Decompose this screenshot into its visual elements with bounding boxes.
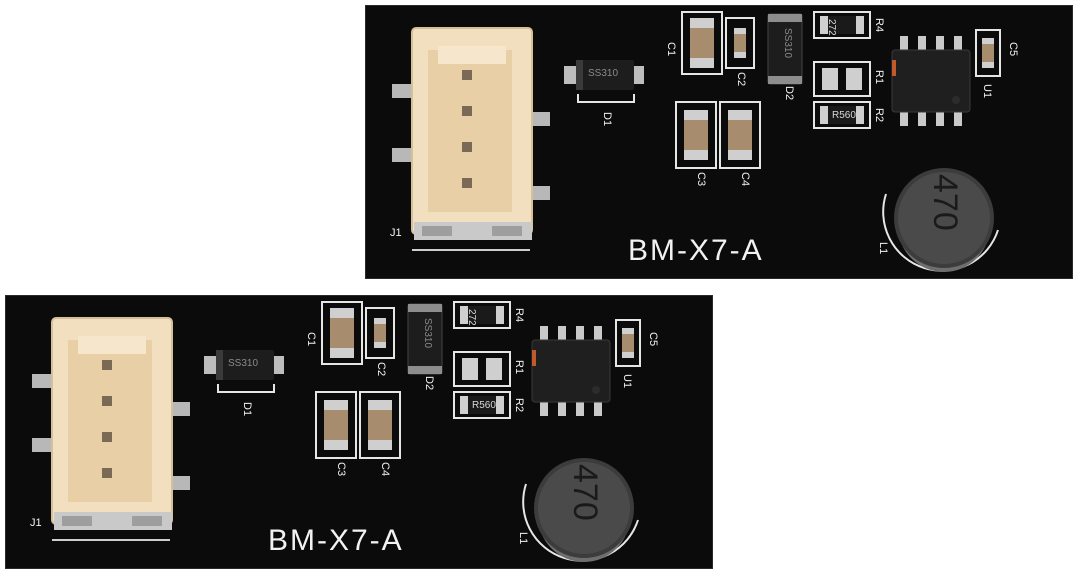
diode-d1 [204, 350, 284, 393]
marking-r4: 272 [466, 309, 477, 326]
label-r1: R1 [513, 360, 525, 375]
label-u1: U1 [621, 374, 633, 389]
label-c2: C2 [735, 72, 747, 87]
label-c3: C3 [335, 462, 347, 477]
label-r4: R4 [513, 308, 525, 323]
label-j1: J1 [30, 517, 42, 529]
label-c3: C3 [695, 172, 707, 187]
label-l1: L1 [517, 532, 529, 545]
marking-d2: SS310 [422, 318, 433, 349]
label-j1: J1 [390, 227, 402, 239]
marking-inductor: 470 [566, 464, 604, 521]
marking-r2: R560 [832, 110, 856, 121]
resistor-r2 [813, 101, 871, 129]
inductor-l1 [882, 168, 999, 272]
marking-d2: SS310 [782, 28, 793, 59]
resistor-r4 [453, 301, 511, 329]
label-r4: R4 [873, 18, 885, 33]
diode-d1 [564, 60, 644, 103]
capacitor-c5 [975, 29, 1001, 77]
marking-d1: SS310 [228, 358, 259, 369]
label-d1: D1 [241, 402, 253, 417]
label-c1: C1 [665, 42, 677, 57]
capacitor-c3 [315, 391, 357, 459]
label-c4: C4 [739, 172, 751, 187]
label-d2: D2 [783, 86, 795, 101]
label-r1: R1 [873, 70, 885, 85]
label-d2: D2 [423, 376, 435, 391]
ic-u1 [891, 36, 971, 126]
connector-j1 [392, 27, 550, 251]
label-u1: U1 [981, 84, 993, 99]
label-c5: C5 [1007, 42, 1019, 57]
label-l1: L1 [877, 242, 889, 255]
pcb-artwork [32, 301, 641, 562]
resistor-r4 [813, 11, 871, 39]
capacitor-c3 [675, 101, 717, 169]
marking-d1: SS310 [588, 68, 619, 79]
marking-r4: 272 [826, 19, 837, 36]
inductor-l1 [522, 458, 639, 562]
capacitor-c2 [725, 17, 755, 69]
label-c5: C5 [647, 332, 659, 347]
capacitor-c5 [615, 319, 641, 367]
capacitor-c4 [719, 101, 761, 169]
diode-d2 [767, 13, 803, 85]
resistor-r2 [453, 391, 511, 419]
marking-inductor: 470 [926, 174, 964, 231]
ic-u1 [531, 326, 611, 416]
label-c4: C4 [379, 462, 391, 477]
diode-d2 [407, 303, 443, 375]
label-r2: R2 [873, 108, 885, 123]
connector-j1 [32, 317, 190, 541]
label-r2: R2 [513, 398, 525, 413]
resistor-r1 [453, 351, 511, 387]
capacitor-c1 [681, 11, 723, 75]
pcb-artwork [392, 11, 1001, 272]
label-d1: D1 [601, 112, 613, 127]
capacitor-c4 [359, 391, 401, 459]
resistor-r1 [813, 61, 871, 97]
board-model-label: BM-X7-A [268, 524, 404, 557]
label-c1: C1 [305, 332, 317, 347]
label-c2: C2 [375, 362, 387, 377]
board-model-label: BM-X7-A [628, 234, 764, 267]
capacitor-c1 [321, 301, 363, 365]
capacitor-c2 [365, 307, 395, 359]
marking-r2: R560 [472, 400, 496, 411]
